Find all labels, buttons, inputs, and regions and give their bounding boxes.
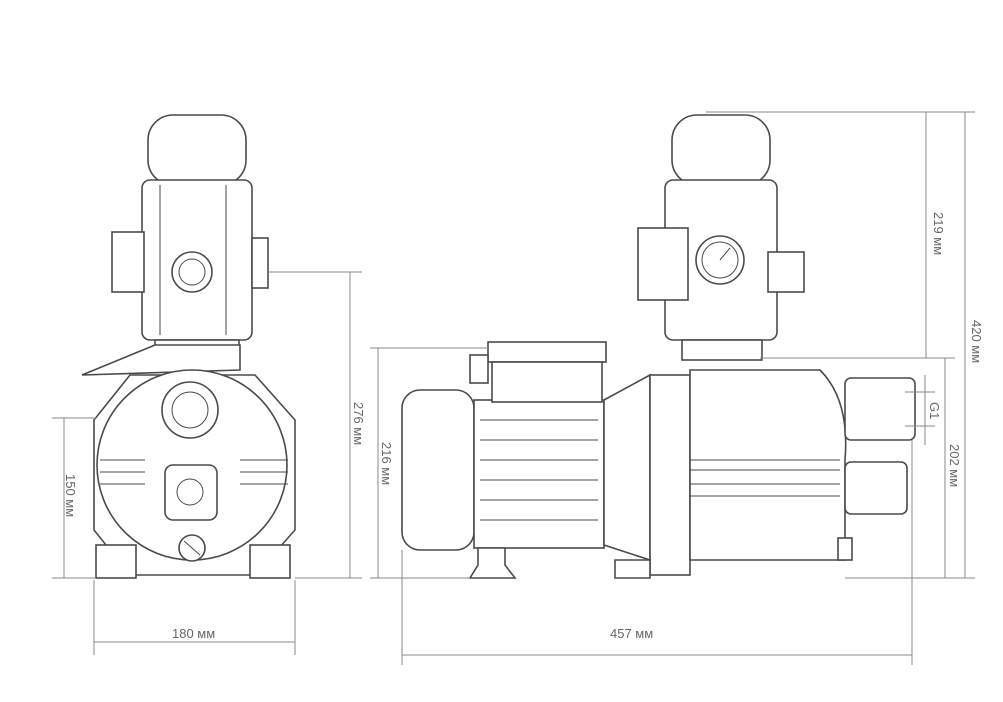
dimension-thread: G1 (927, 402, 942, 420)
dimension-length: 457 мм (610, 626, 654, 641)
dimension-motor-height: 216 мм (379, 442, 394, 486)
pump-front-view (81, 114, 296, 579)
dimension-lines (52, 111, 975, 665)
dimension-base-height: 150 мм (63, 474, 78, 518)
pump-side-view (401, 114, 916, 579)
dimension-body-height: 202 мм (947, 444, 962, 488)
dimension-switch-height: 219 мм (931, 212, 946, 256)
dimension-total-height: 420 мм (969, 320, 984, 364)
dimension-width-front: 180 мм (172, 626, 216, 641)
dimension-front-total-height: 276 мм (351, 402, 366, 446)
